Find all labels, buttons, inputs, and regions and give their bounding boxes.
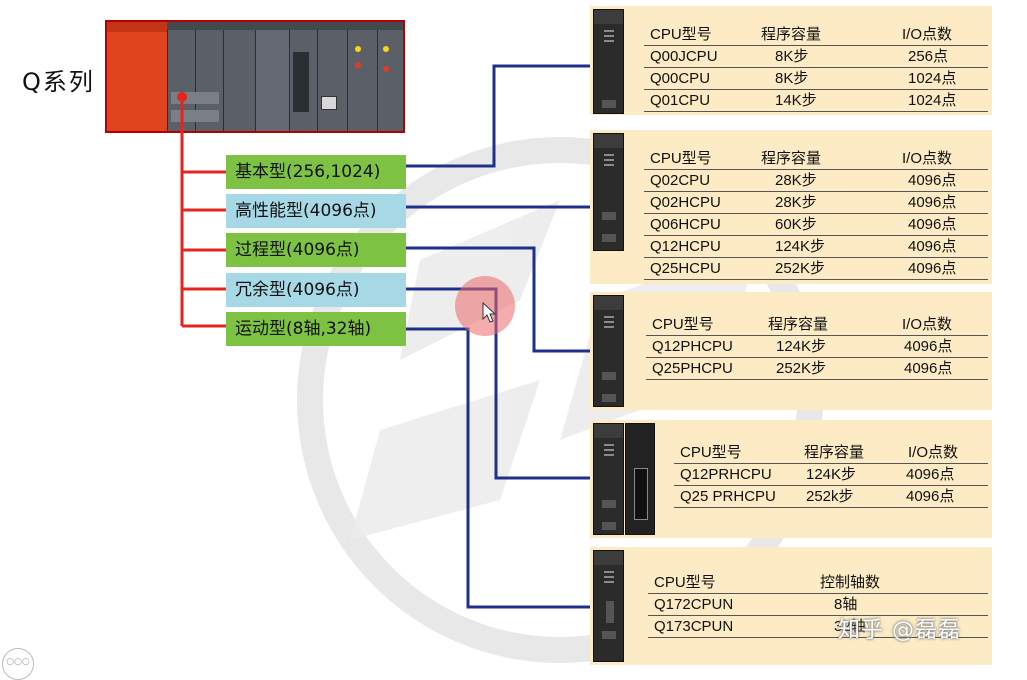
header-program-capacity: 程序容量 [755, 24, 896, 46]
header-cpu-model: CPU型号 [646, 314, 762, 336]
header-program-capacity: 程序容量 [762, 314, 896, 336]
header-cpu-model: CPU型号 [644, 24, 755, 46]
cpu-module-icon [593, 423, 624, 535]
header-cpu-model: CPU型号 [648, 572, 814, 594]
header-io-points: I/O点数 [896, 148, 988, 170]
category-basic: 基本型(256,1024) [226, 155, 406, 189]
header-io-points: I/O点数 [896, 24, 988, 46]
header-cpu-model: CPU型号 [644, 148, 755, 170]
cpu-module-icon [593, 550, 624, 662]
cpu-module-icon [593, 9, 624, 114]
cpu-module-icon [593, 133, 624, 251]
header-program-capacity: 程序容量 [798, 442, 902, 464]
category-high-performance: 高性能型(4096点) [226, 194, 406, 228]
header-cpu-model: CPU型号 [674, 442, 798, 464]
series-title: Q系列 [22, 68, 95, 96]
header-program-capacity: 程序容量 [755, 148, 896, 170]
category-redundant: 冗余型(4096点) [226, 273, 406, 307]
redundancy-module-icon [625, 423, 655, 535]
header-io-points: I/O点数 [902, 442, 988, 464]
corner-menu-icon[interactable]: ○○○ [2, 648, 34, 680]
category-motion: 运动型(8轴,32轴) [226, 312, 406, 346]
plc-rack-photo [105, 20, 405, 133]
header-control-axes: 控制轴数 [814, 572, 988, 594]
header-io-points: I/O点数 [896, 314, 988, 336]
cpu-module-icon [593, 295, 624, 407]
category-process: 过程型(4096点) [226, 233, 406, 267]
zhihu-watermark: 知乎 @磊磊 [838, 618, 961, 643]
mouse-cursor-icon [482, 302, 497, 323]
